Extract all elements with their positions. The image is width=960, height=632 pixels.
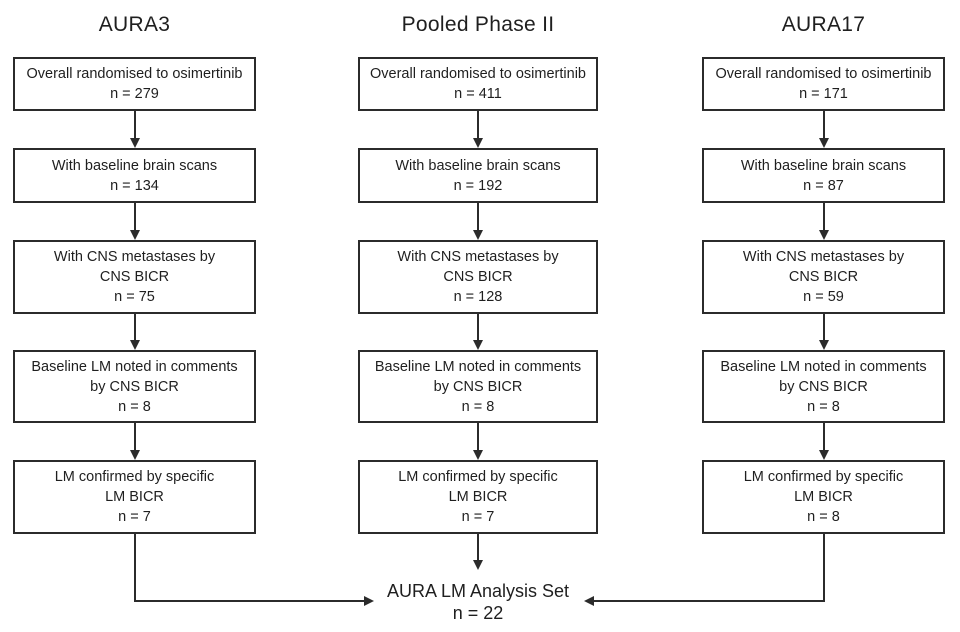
connector-line-left-vertical: [133, 534, 136, 602]
arrow-line: [822, 203, 825, 230]
arrow-line: [477, 203, 479, 230]
flow-box-aura17-randomised: Overall randomised to osimertinib n = 17…: [702, 57, 945, 111]
column-title-aura3: AURA3: [98, 13, 171, 36]
box-n-value: n = 59: [803, 289, 844, 305]
box-text: Overall randomised to osimertinib: [370, 66, 586, 82]
flow-box-aura3-baseline-scans: With baseline brain scans n = 134: [13, 148, 256, 203]
box-n-value: n = 8: [118, 398, 151, 415]
arrow-line: [822, 314, 825, 340]
box-text: Overall randomised to osimertinib: [26, 66, 243, 82]
analysis-set-label: AURA LM Analysis Set n = 22: [358, 580, 598, 624]
box-text: Baseline LM noted in comments: [374, 358, 582, 375]
analysis-set-title: AURA LM Analysis Set: [386, 581, 570, 601]
flow-box-pooled-lm-confirmed: LM confirmed by specific LM BICR n = 7: [358, 460, 598, 534]
box-n-value: n = 75: [114, 289, 155, 305]
flow-box-pooled-cns-metastases: With CNS metastases by CNS BICR n = 128: [358, 240, 598, 314]
box-text: With baseline brain scans: [51, 157, 218, 174]
connector-line-left-horizontal: [133, 600, 365, 602]
arrow-left-icon: [584, 596, 594, 606]
flow-box-pooled-baseline-lm: Baseline LM noted in comments by CNS BIC…: [358, 350, 598, 423]
arrow-down-icon: [129, 138, 140, 148]
box-n-value: n = 171: [799, 86, 848, 102]
arrow-line: [133, 203, 136, 230]
flow-box-aura3-baseline-lm: Baseline LM noted in comments by CNS BIC…: [13, 350, 256, 423]
box-text: Overall randomised to osimertinib: [715, 66, 932, 82]
arrow-down-icon: [473, 340, 483, 350]
flow-box-aura17-baseline-scans: With baseline brain scans n = 87: [702, 148, 945, 203]
box-text: LM BICR: [794, 489, 853, 505]
column-title-pooled-phase2: Pooled Phase II: [401, 13, 555, 36]
arrow-down-icon: [473, 560, 483, 570]
box-text: With baseline brain scans: [740, 157, 907, 174]
flow-box-aura3-cns-metastases: With CNS metastases by CNS BICR n = 75: [13, 240, 256, 314]
arrow-down-icon: [129, 230, 140, 240]
flow-box-aura3-randomised: Overall randomised to osimertinib n = 27…: [13, 57, 256, 111]
box-text: by CNS BICR: [433, 378, 523, 395]
arrow-right-icon: [364, 596, 374, 606]
arrow-down-icon: [129, 450, 140, 460]
box-text: With CNS metastases by: [53, 249, 216, 265]
box-text: CNS BICR: [99, 269, 170, 285]
box-text: With baseline brain scans: [395, 157, 561, 174]
connector-line-right-vertical: [822, 534, 825, 602]
arrow-down-icon: [473, 450, 483, 460]
arrow-line: [477, 423, 479, 450]
arrow-line: [133, 423, 136, 450]
box-text: Baseline LM noted in comments: [31, 358, 238, 375]
box-n-value: n = 8: [807, 509, 840, 525]
box-text: With CNS metastases by: [397, 249, 559, 265]
arrow-down-icon: [818, 138, 829, 148]
arrow-line: [133, 111, 136, 138]
box-n-value: n = 8: [461, 398, 495, 415]
arrow-down-icon: [818, 340, 829, 350]
flow-box-pooled-randomised: Overall randomised to osimertinib n = 41…: [358, 57, 598, 111]
box-text: LM BICR: [105, 489, 164, 505]
arrow-line: [477, 314, 479, 340]
connector-line-right-horizontal: [594, 600, 824, 602]
column-title-aura17: AURA17: [781, 13, 866, 36]
flow-box-pooled-baseline-scans: With baseline brain scans n = 192: [358, 148, 598, 203]
box-text: by CNS BICR: [90, 378, 179, 395]
box-n-value: n = 128: [453, 289, 503, 305]
box-n-value: n = 279: [110, 86, 159, 102]
arrow-line: [133, 314, 136, 340]
flow-box-aura17-cns-metastases: With CNS metastases by CNS BICR n = 59: [702, 240, 945, 314]
box-text: CNS BICR: [443, 269, 513, 285]
box-n-value: n = 87: [803, 177, 844, 194]
flow-box-aura17-baseline-lm: Baseline LM noted in comments by CNS BIC…: [702, 350, 945, 423]
box-text: LM confirmed by specific: [54, 469, 215, 485]
box-text: Baseline LM noted in comments: [720, 358, 927, 375]
box-text: LM confirmed by specific: [398, 469, 558, 485]
box-text: by CNS BICR: [779, 378, 868, 395]
box-text: CNS BICR: [788, 269, 859, 285]
box-n-value: n = 411: [454, 86, 502, 102]
box-n-value: n = 134: [110, 177, 159, 194]
box-text: With CNS metastases by: [742, 249, 905, 265]
arrow-line: [822, 423, 825, 450]
arrow-down-icon: [473, 230, 483, 240]
box-n-value: n = 7: [118, 509, 151, 525]
box-n-value: n = 7: [461, 509, 495, 525]
box-n-value: n = 8: [807, 398, 840, 415]
box-text: LM BICR: [448, 489, 508, 505]
arrow-down-icon: [818, 230, 829, 240]
box-text: LM confirmed by specific: [743, 469, 904, 485]
flow-box-aura17-lm-confirmed: LM confirmed by specific LM BICR n = 8: [702, 460, 945, 534]
arrow-line: [477, 111, 479, 138]
box-n-value: n = 192: [453, 177, 503, 194]
analysis-set-n-value: n = 22: [452, 603, 504, 623]
arrow-line: [477, 534, 479, 560]
arrow-down-icon: [129, 340, 140, 350]
flow-box-aura3-lm-confirmed: LM confirmed by specific LM BICR n = 7: [13, 460, 256, 534]
arrow-down-icon: [818, 450, 829, 460]
arrow-line: [822, 111, 825, 138]
arrow-down-icon: [473, 138, 483, 148]
